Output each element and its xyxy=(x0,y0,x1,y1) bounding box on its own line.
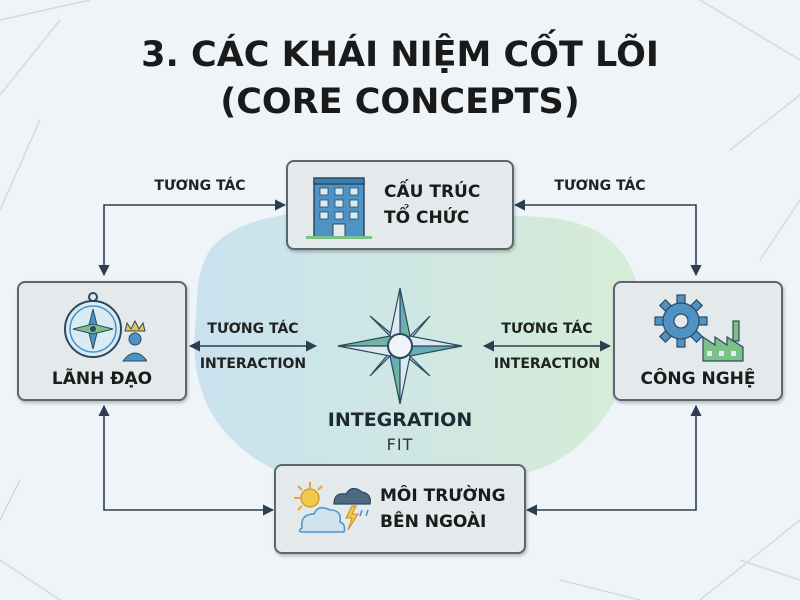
arrow-structure-technology xyxy=(513,199,702,277)
weather-icon xyxy=(294,482,371,533)
node-structure-label-2: TỔ CHỨC xyxy=(384,208,470,228)
edge-label-right-1: TƯƠNG TÁC xyxy=(501,321,593,337)
node-leadership-label: LÃNH ĐẠO xyxy=(51,369,153,389)
edge-label-top-left: TƯƠNG TÁC xyxy=(154,178,246,194)
title-line-1: 3. CÁC KHÁI NIỆM CỐT LÕI xyxy=(141,35,659,75)
page-title: 3. CÁC KHÁI NIỆM CỐT LÕI (CORE CONCEPTS) xyxy=(0,32,800,126)
node-technology: CÔNG NGHỆ xyxy=(613,281,783,401)
node-environment-label-2: BÊN NGOÀI xyxy=(380,512,487,532)
office-building-icon xyxy=(306,177,372,239)
node-environment: MÔI TRƯỜNG BÊN NGOÀI xyxy=(274,464,526,554)
node-environment-label-1: MÔI TRƯỜNG xyxy=(380,486,506,506)
compass-leader-icon xyxy=(64,292,147,362)
gear-factory-icon xyxy=(654,294,744,362)
center-subtitle: FIT xyxy=(386,435,414,454)
edge-label-top-right: TƯƠNG TÁC xyxy=(554,178,646,194)
edge-label-right-2: INTERACTION xyxy=(493,356,601,372)
node-technology-label: CÔNG NGHỆ xyxy=(640,369,756,389)
center-title: INTEGRATION xyxy=(327,409,473,431)
title-line-2: (CORE CONCEPTS) xyxy=(220,82,580,122)
node-structure: CẤU TRÚC TỔ CHỨC xyxy=(286,160,514,250)
edge-label-left-2: INTERACTION xyxy=(199,356,307,372)
arrow-leadership-environment xyxy=(98,404,275,516)
arrow-structure-leadership xyxy=(98,199,287,277)
compass-star-icon xyxy=(337,287,463,405)
node-structure-label-1: CẤU TRÚC xyxy=(384,182,481,202)
arrow-technology-environment xyxy=(525,404,702,516)
node-leadership: LÃNH ĐẠO xyxy=(17,281,187,401)
edge-label-left-1: TƯƠNG TÁC xyxy=(207,321,299,337)
